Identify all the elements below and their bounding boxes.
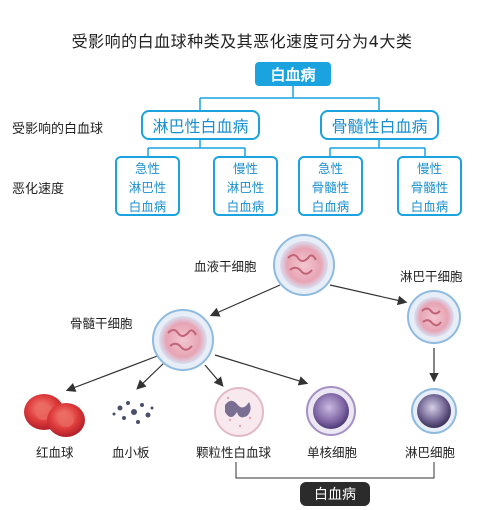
subtype-line: 白血病 — [410, 199, 449, 214]
chronic-myeloid-box: 慢性 骨髓性 白血病 — [397, 156, 462, 216]
blood-stem-cell-icon — [273, 234, 335, 296]
acute-myeloid-box: 急性 骨髓性 白血病 — [298, 156, 363, 216]
leukemia-root-box: 白血病 — [255, 62, 331, 86]
subtype-line: 白血病 — [128, 199, 167, 214]
lymphocyte-label: 淋巴细胞 — [405, 445, 456, 460]
lymph-stem-cell-label: 淋巴干细胞 — [400, 269, 463, 284]
progression-speed-label: 恶化速度 — [12, 182, 65, 197]
page-title: 受影响的白血球种类及其恶化速度可分为4大类 — [71, 32, 413, 51]
subtype-line: 白血病 — [311, 199, 350, 214]
subtype-line: 慢性 — [232, 161, 258, 176]
lymphocyte-icon — [411, 388, 457, 434]
marrow-stem-cell-label: 骨髓干细胞 — [70, 316, 133, 331]
blood-stem-cell-label: 血液干细胞 — [194, 259, 257, 274]
rbc-icon — [24, 394, 85, 437]
monocyte-label: 单核细胞 — [307, 445, 358, 460]
platelet-label: 血小板 — [112, 445, 150, 460]
marrow-stem-cell-icon — [152, 309, 214, 371]
subtype-line: 淋巴性 — [226, 180, 265, 195]
chronic-lymphoid-box: 慢性 淋巴性 白血病 — [213, 156, 278, 216]
monocyte-icon — [306, 386, 356, 436]
subtype-line: 骨髓性 — [410, 180, 449, 195]
granulocyte-label: 颗粒性白血球 — [196, 445, 272, 460]
subtype-line: 骨髓性 — [311, 180, 350, 195]
myeloid-leukemia-box: 骨髓性白血病 — [320, 110, 439, 140]
lymph-stem-cell-icon — [407, 290, 461, 344]
subtype-line: 白血病 — [226, 199, 265, 214]
rbc-label: 红血球 — [36, 445, 74, 460]
subtype-line: 慢性 — [416, 161, 442, 176]
subtype-line: 急性 — [134, 161, 160, 176]
affected-wbc-label: 受影响的白血球 — [12, 122, 104, 137]
subtype-line: 淋巴性 — [128, 180, 167, 195]
granulocyte-icon — [214, 387, 264, 437]
leukemia-bottom-box: 白血病 — [300, 482, 370, 506]
lymphoid-leukemia-box: 淋巴性白血病 — [141, 110, 260, 140]
acute-lymphoid-box: 急性 淋巴性 白血病 — [115, 156, 180, 216]
subtype-line: 急性 — [317, 161, 343, 176]
platelet-icon — [112, 401, 154, 424]
